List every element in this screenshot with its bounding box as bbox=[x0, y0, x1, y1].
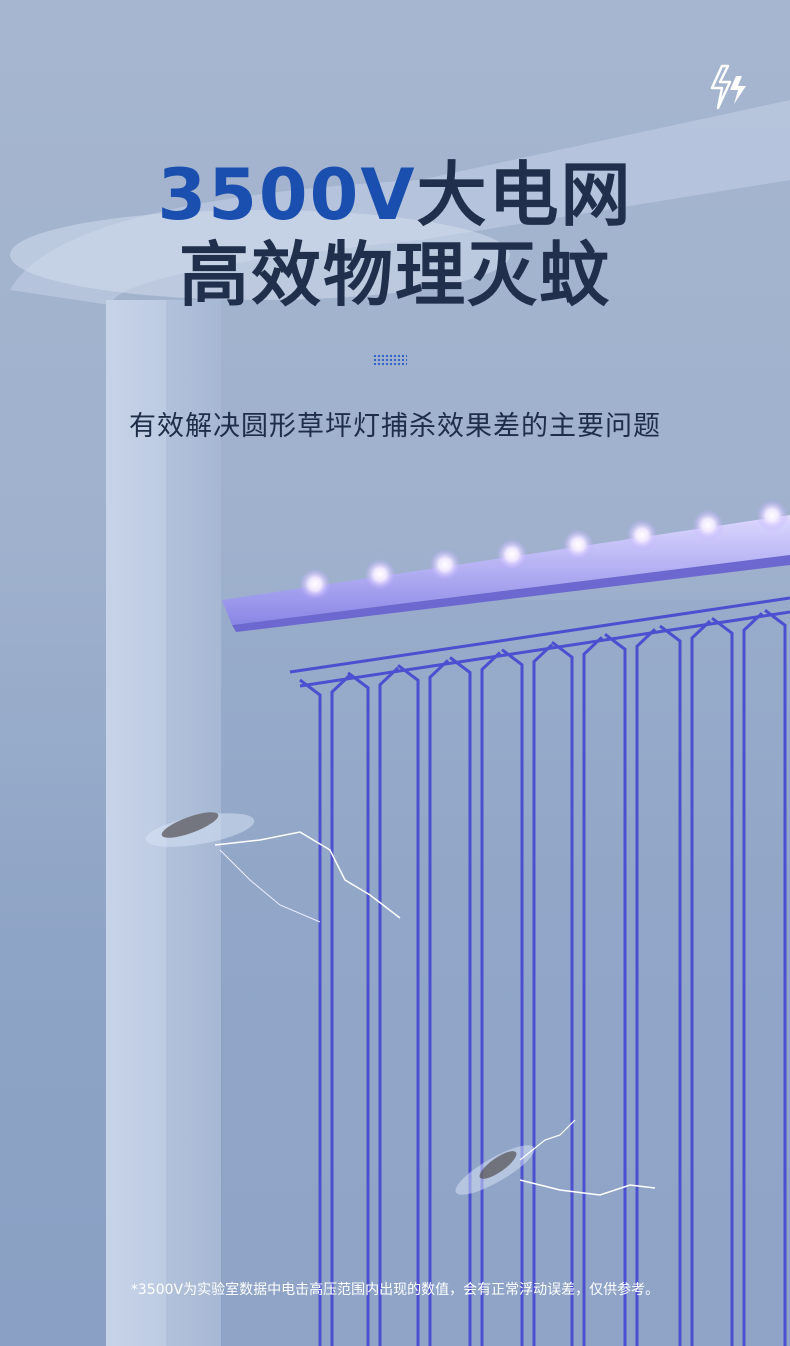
grid-wire bbox=[397, 659, 450, 1346]
led-light bbox=[626, 519, 658, 551]
led-light bbox=[364, 558, 396, 591]
lamp-frame bbox=[222, 600, 790, 1346]
led-strip bbox=[222, 499, 790, 632]
headline-voltage: 3500V bbox=[157, 154, 417, 236]
lightning-bolt-icon bbox=[710, 64, 746, 110]
headline-grid-text: 大电网 bbox=[416, 154, 633, 236]
grid-wire bbox=[449, 651, 502, 1346]
grid-wire bbox=[659, 619, 712, 1346]
grid-wire bbox=[347, 666, 400, 1346]
lamp-top-disc bbox=[10, 100, 790, 305]
mosquito bbox=[455, 1145, 535, 1195]
electric-spark bbox=[214, 831, 401, 919]
grid-wire bbox=[764, 609, 787, 1346]
grid-wire bbox=[501, 643, 554, 1346]
grid-wire bbox=[604, 628, 657, 1346]
grid-wire bbox=[551, 636, 604, 1346]
electric-spark bbox=[219, 849, 321, 923]
electric-grid bbox=[289, 596, 790, 1346]
grid-wire bbox=[299, 673, 352, 1346]
led-light bbox=[299, 568, 331, 601]
headline-line-1: 3500V大电网 bbox=[0, 160, 790, 230]
subtitle: 有效解决圆形草坪灯捕杀效果差的主要问题 bbox=[129, 411, 661, 442]
electric-spark bbox=[519, 1119, 576, 1161]
led-light bbox=[429, 548, 461, 581]
led-light bbox=[562, 528, 594, 561]
mosquito bbox=[145, 812, 255, 847]
disclaimer-footnote: *3500V为实验室数据中电击高压范围内出现的数值，会有正常浮动误差，仅供参考。 bbox=[130, 1282, 660, 1298]
headline-line-2: 高效物理灭蚊 bbox=[179, 234, 611, 316]
grid-wire bbox=[711, 612, 764, 1346]
led-light bbox=[756, 499, 788, 532]
dot-divider bbox=[373, 354, 407, 366]
electric-spark bbox=[519, 1179, 656, 1196]
led-light bbox=[692, 509, 724, 542]
led-light bbox=[496, 538, 528, 571]
